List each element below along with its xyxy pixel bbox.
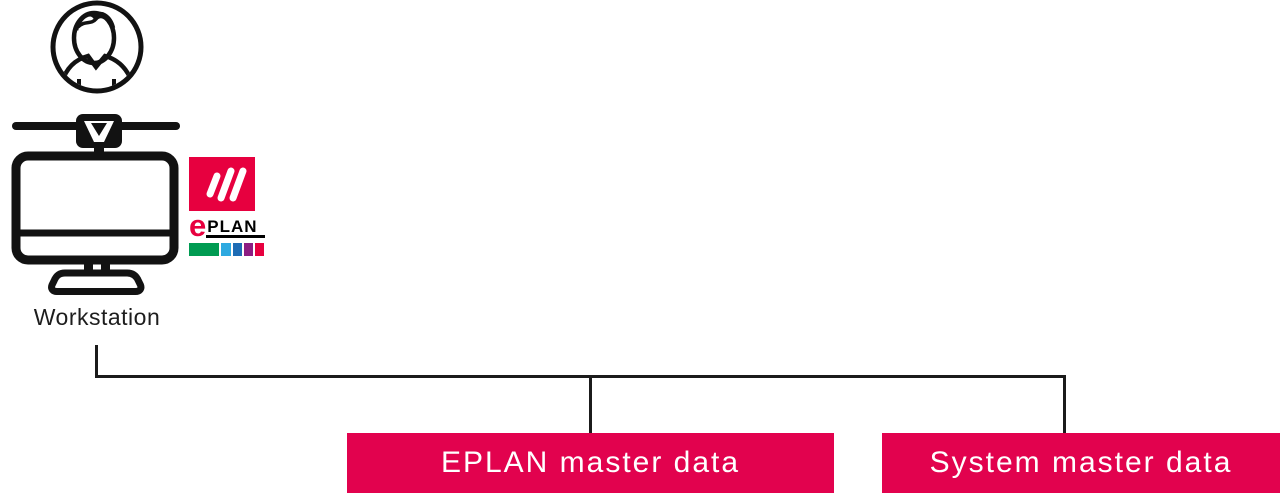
connector-drop-eplan-master-data	[589, 375, 592, 434]
eplan-bar-red	[255, 243, 264, 256]
eplan-color-bars	[189, 243, 265, 256]
workstation-label: Workstation	[33, 304, 161, 330]
node-system-master-data-label: System master data	[929, 446, 1233, 479]
eplan-bar-green	[189, 243, 219, 256]
user-icon	[49, 0, 145, 101]
eplan-wordmark-underline	[206, 235, 265, 238]
mounted-desktop-monitor-icon	[11, 114, 180, 295]
eplan-bar-purple	[244, 243, 253, 256]
node-eplan-master-data: EPLAN master data	[347, 433, 834, 493]
eplan-wordmark: e PLAN	[189, 208, 265, 243]
node-eplan-master-data-label: EPLAN master data	[440, 446, 741, 479]
eplan-plan-text: PLAN	[207, 217, 258, 236]
connector-drop-system-master-data	[1063, 375, 1066, 434]
eplan-bar-blue	[233, 243, 242, 256]
eplan-bar-lightblue	[221, 243, 231, 256]
eplan-logo: e PLAN	[189, 157, 265, 256]
node-system-master-data: System master data	[882, 433, 1280, 493]
eplan-e-glyph: e	[189, 208, 207, 243]
connector-root-vertical	[95, 345, 98, 378]
person-in-circle-icon	[50, 0, 144, 94]
monitor-icon	[8, 112, 188, 305]
eplan-slashes-icon	[189, 157, 255, 211]
connector-horizontal-trunk	[95, 375, 1066, 378]
